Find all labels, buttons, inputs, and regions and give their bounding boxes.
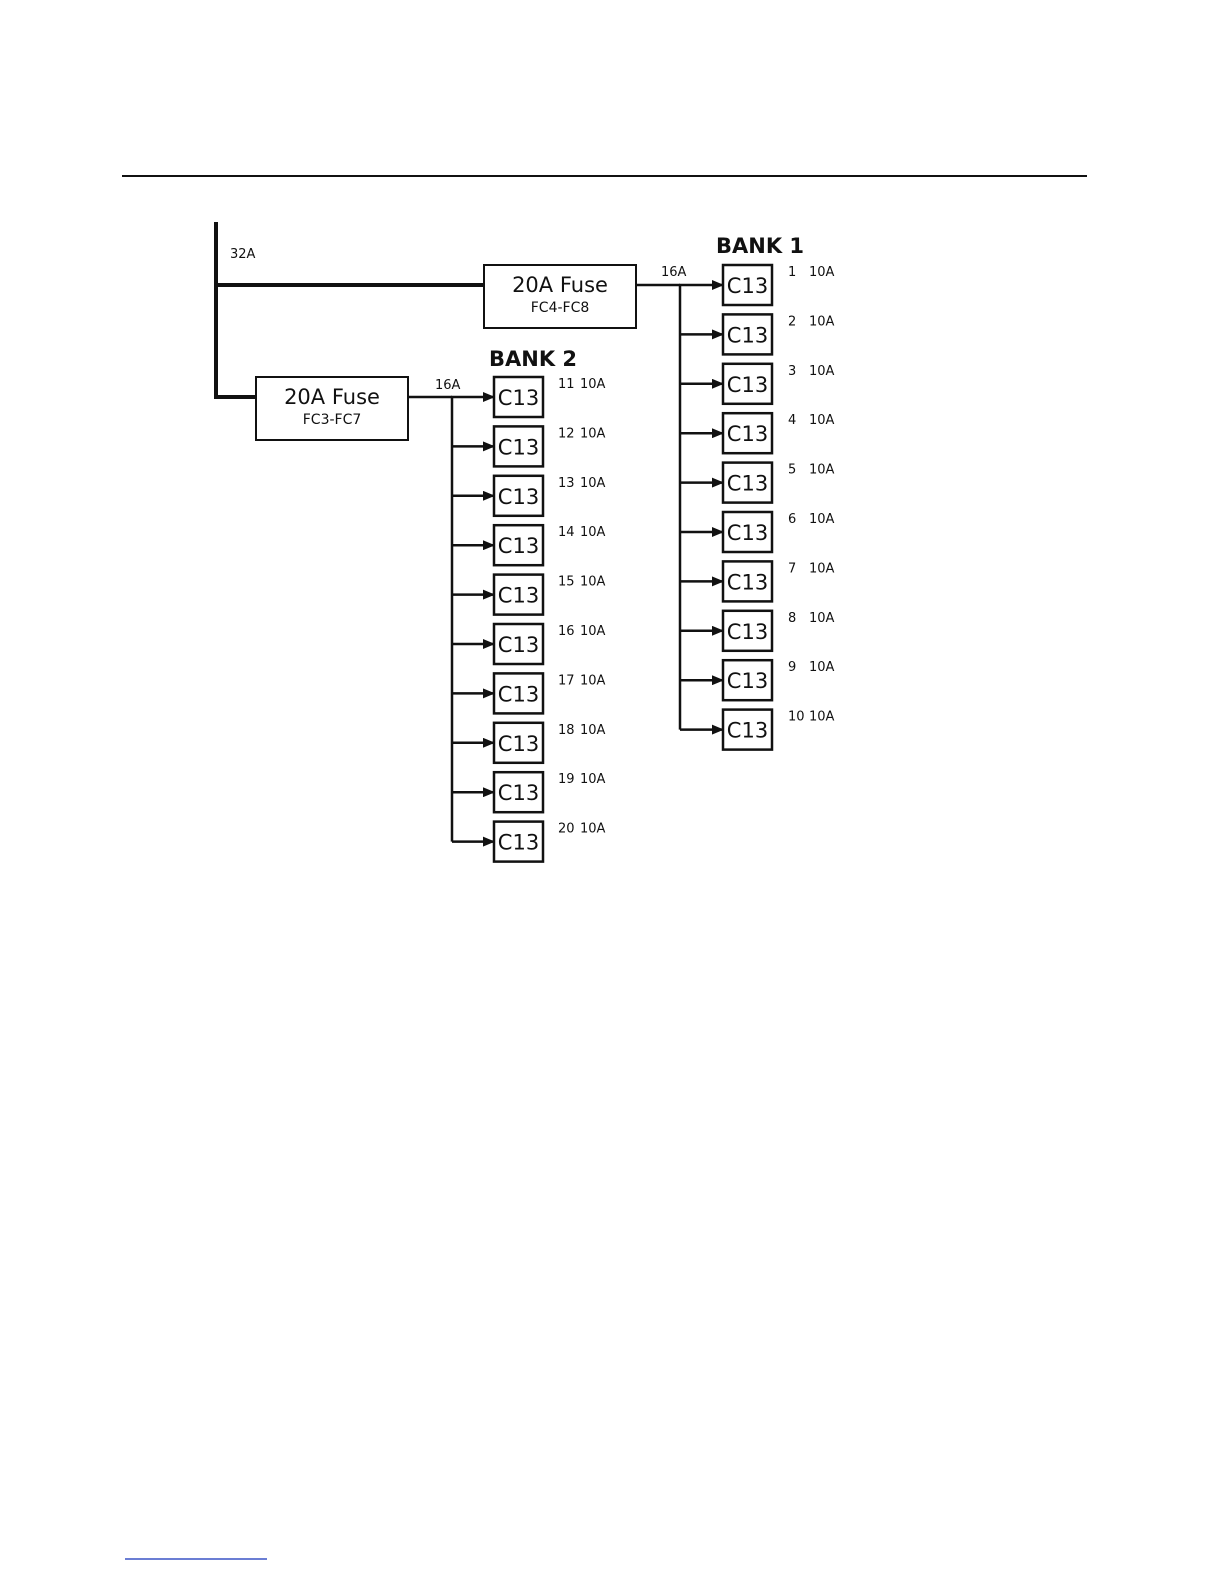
outlet-type-label: C13 [498, 682, 539, 706]
outlet-number-label: 18 [558, 723, 575, 738]
fuse-bank2-title: 20A Fuse [284, 385, 380, 409]
outlet-number-label: 3 [788, 364, 796, 379]
outlet-type-label: C13 [498, 435, 539, 459]
outlet-rating-label: 10A [580, 772, 606, 787]
outlet-type-label: C13 [498, 386, 539, 410]
bank2-title: BANK 2 [489, 347, 577, 371]
outlet-number-label: 1 [788, 265, 796, 280]
outlet-rating-label: 10A [580, 377, 606, 392]
outlet-type-label: C13 [727, 719, 768, 743]
outlet-rating-label: 10A [809, 512, 835, 527]
outlet-number-label: 20 [558, 822, 575, 837]
outlet-number-label: 8 [788, 611, 796, 626]
outlet-type-label: C13 [727, 570, 768, 594]
outlet-number-label: 16 [558, 624, 575, 639]
fuse-bank1: 20A Fuse FC4-FC8 [484, 265, 636, 328]
outlet-number-label: 19 [558, 772, 575, 787]
outlet-rating-label: 10A [809, 265, 835, 280]
fuse-bank2-code: FC3-FC7 [303, 412, 362, 428]
outlet-type-label: C13 [498, 534, 539, 558]
outlet-rating-label: 10A [580, 624, 606, 639]
bank2-outlets: C13 11 10A C13 12 10A C13 13 10A C13 14 10A C13 15 10A… [408, 377, 606, 862]
fuse-bank1-code: FC4-FC8 [531, 300, 590, 316]
outlet-number-label: 6 [788, 512, 796, 527]
outlet-number-label: 10 [788, 710, 805, 725]
outlet-rating-label: 10A [809, 660, 835, 675]
outlet-type-label: C13 [727, 323, 768, 347]
outlet-rating-label: 10A [809, 364, 835, 379]
outlet-number-label: 13 [558, 476, 575, 491]
outlet-type-label: C13 [498, 584, 539, 608]
fuse-bank2-output-label: 16A [435, 378, 461, 393]
outlet-type-label: C13 [727, 521, 768, 545]
fuse-bank1-output-label: 16A [661, 265, 687, 280]
outlet-number-label: 9 [788, 660, 796, 675]
outlet-rating-label: 10A [580, 822, 606, 837]
outlet-rating-label: 10A [580, 723, 606, 738]
fuse-bank1-title: 20A Fuse [512, 273, 608, 297]
outlet-number-label: 2 [788, 314, 796, 329]
outlet-rating-label: 10A [580, 525, 606, 540]
outlet-rating-label: 10A [580, 575, 606, 590]
outlet-number-label: 11 [558, 377, 575, 392]
outlet-rating-label: 10A [809, 561, 835, 576]
outlet-type-label: C13 [498, 732, 539, 756]
outlet-type-label: C13 [727, 422, 768, 446]
outlet-type-label: C13 [498, 831, 539, 855]
outlet-type-label: C13 [727, 472, 768, 496]
outlet-number-label: 15 [558, 575, 575, 590]
outlet-type-label: C13 [727, 274, 768, 298]
outlet-number-label: 14 [558, 525, 575, 540]
outlet-number-label: 7 [788, 561, 796, 576]
outlet-number-label: 12 [558, 426, 575, 441]
outlet-rating-label: 10A [809, 710, 835, 725]
outlet-type-label: C13 [498, 633, 539, 657]
outlet-rating-label: 10A [580, 426, 606, 441]
main-feed-current-label: 32A [230, 247, 256, 262]
outlet-rating-label: 10A [580, 673, 606, 688]
bank1-title: BANK 1 [716, 234, 804, 258]
outlet-rating-label: 10A [809, 463, 835, 478]
outlet-rating-label: 10A [580, 476, 606, 491]
outlet-rating-label: 10A [809, 314, 835, 329]
outlet-rating-label: 10A [809, 413, 835, 428]
outlet-number-label: 4 [788, 413, 796, 428]
outlet-number-label: 17 [558, 673, 575, 688]
outlet-type-label: C13 [727, 669, 768, 693]
fuse-bank2: 20A Fuse FC3-FC7 [256, 377, 408, 440]
outlet-type-label: C13 [727, 620, 768, 644]
outlet-type-label: C13 [498, 485, 539, 509]
outlet-number-label: 5 [788, 463, 796, 478]
outlet-type-label: C13 [498, 781, 539, 805]
outlet-rating-label: 10A [809, 611, 835, 626]
outlet-type-label: C13 [727, 373, 768, 397]
